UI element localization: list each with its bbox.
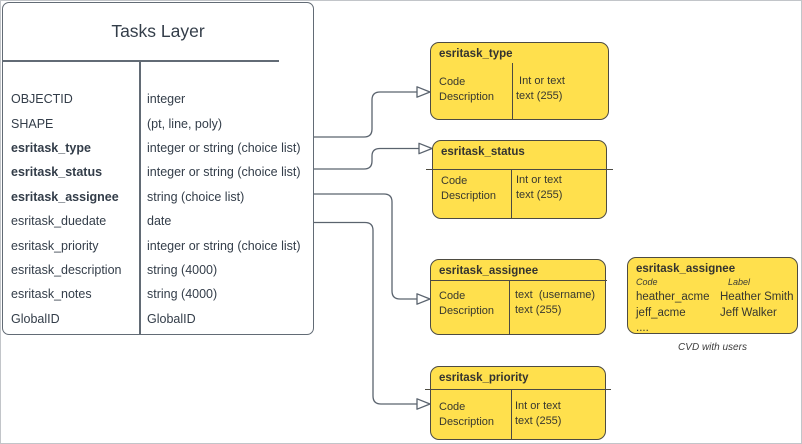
field-name: esritask_notes xyxy=(11,287,92,302)
description-type: text (255) xyxy=(515,415,562,427)
code-label: Code xyxy=(441,175,468,187)
cvd-label: Jeff Walker xyxy=(720,306,777,319)
code-label: Code xyxy=(439,76,466,88)
field-name: esritask_type xyxy=(11,140,91,155)
field-rows: OBJECTID integer SHAPE (pt, line, poly) … xyxy=(3,87,313,331)
connector-esritask-type xyxy=(314,91,417,138)
table-row: esritask_description string (4000) xyxy=(3,258,313,282)
domain-types: text (username) text (255) xyxy=(515,288,595,318)
description-label: Description xyxy=(439,416,495,428)
column-divider xyxy=(509,281,511,334)
code-type: text (username) xyxy=(515,289,596,301)
field-type: integer or string (choice list) xyxy=(147,140,301,155)
field-name: esritask_duedate xyxy=(11,214,107,229)
title-divider xyxy=(425,389,611,391)
title-divider xyxy=(431,280,607,282)
column-divider xyxy=(139,60,141,334)
tasks-layer-table: Tasks Layer OBJECTID integer SHAPE (pt, … xyxy=(2,2,314,335)
open-arrowhead-icon xyxy=(416,86,431,98)
open-arrowhead-icon xyxy=(416,293,431,305)
domain-box-title: esritask_assignee xyxy=(439,265,539,277)
description-type: text (255) xyxy=(515,304,562,316)
field-type: string (4000) xyxy=(147,287,218,302)
column-divider xyxy=(511,390,513,439)
table-row: esritask_status integer or string (choic… xyxy=(3,160,313,184)
cvd-box-esritask-assignee: esritask_assignee Code Label heather_acm… xyxy=(627,257,798,334)
open-arrowhead-icon xyxy=(416,398,431,410)
code-type: Int or text xyxy=(515,400,561,412)
description-type: text (255) xyxy=(516,90,563,102)
column-divider xyxy=(512,63,514,119)
field-name: esritask_status xyxy=(11,165,103,180)
code-label: Code xyxy=(439,290,466,302)
code-label: Code xyxy=(439,401,466,413)
field-name: SHAPE xyxy=(11,116,54,131)
description-label: Description xyxy=(439,91,495,103)
cvd-rows: heather_acme Heather Smith jeff_acme Jef… xyxy=(636,290,795,337)
cvd-header-label: Label xyxy=(728,277,751,287)
domain-box-title: esritask_priority xyxy=(439,372,529,384)
field-type: integer or string (choice list) xyxy=(147,165,301,180)
domain-types: Int or text text (255) xyxy=(516,173,562,203)
field-name: esritask_assignee xyxy=(11,189,119,204)
table-row: esritask_assignee string (choice list) xyxy=(3,185,313,209)
cvd-box-title: esritask_assignee xyxy=(636,263,736,275)
field-type: integer or string (choice list) xyxy=(147,238,301,253)
column-divider xyxy=(511,170,513,218)
cvd-row: heather_acme Heather Smith xyxy=(636,290,795,306)
field-type: (pt, line, poly) xyxy=(147,116,223,131)
table-row: esritask_type integer or string (choice … xyxy=(3,136,313,160)
field-name: OBJECTID xyxy=(11,92,73,107)
description-label: Description xyxy=(441,190,497,202)
connector-esritask-priority xyxy=(314,221,417,405)
field-name: GlobalID xyxy=(11,311,60,326)
code-type: Int or text xyxy=(516,174,562,186)
field-type: GlobalID xyxy=(147,311,196,326)
table-row: GlobalID GlobalID xyxy=(3,307,313,331)
cvd-code: jeff_acme xyxy=(636,306,686,319)
table-row: esritask_notes string (4000) xyxy=(3,282,313,306)
table-row: OBJECTID integer xyxy=(3,87,313,111)
table-row: esritask_priority integer or string (cho… xyxy=(3,233,313,257)
tasks-layer-title: Tasks Layer xyxy=(111,20,205,41)
cvd-code: .... xyxy=(636,322,649,334)
domain-types: Int or text text (255) xyxy=(516,74,565,104)
title-divider xyxy=(426,169,613,171)
connector-esritask-assignee xyxy=(314,193,417,300)
cvd-caption: CVD with users xyxy=(678,342,747,353)
field-type: string (4000) xyxy=(147,262,218,277)
open-arrowhead-icon xyxy=(418,142,433,155)
domain-types: Int or text text (255) xyxy=(515,399,561,429)
cvd-row: jeff_acme Jeff Walker xyxy=(636,306,795,322)
connector-esritask-status xyxy=(314,147,419,170)
cvd-code: heather_acme xyxy=(636,291,710,303)
domain-box-title: esritask_status xyxy=(441,146,525,158)
title-divider xyxy=(3,60,279,62)
field-name: esritask_description xyxy=(11,262,122,277)
description-type: text (255) xyxy=(516,189,563,201)
field-type: integer xyxy=(147,92,186,107)
field-type: string (choice list) xyxy=(147,189,245,204)
field-name: esritask_priority xyxy=(11,238,99,253)
cvd-label: Heather Smith xyxy=(720,291,794,303)
domain-box-title: esritask_type xyxy=(439,48,513,60)
field-type: date xyxy=(147,214,172,229)
code-type: Int or text xyxy=(516,75,565,87)
cvd-column-headers: Code Label xyxy=(636,277,793,287)
cvd-header-code: Code xyxy=(636,277,658,287)
description-label: Description xyxy=(439,305,495,317)
table-row: SHAPE (pt, line, poly) xyxy=(3,111,313,135)
table-row: esritask_duedate date xyxy=(3,209,313,233)
cvd-row: .... xyxy=(636,321,795,337)
